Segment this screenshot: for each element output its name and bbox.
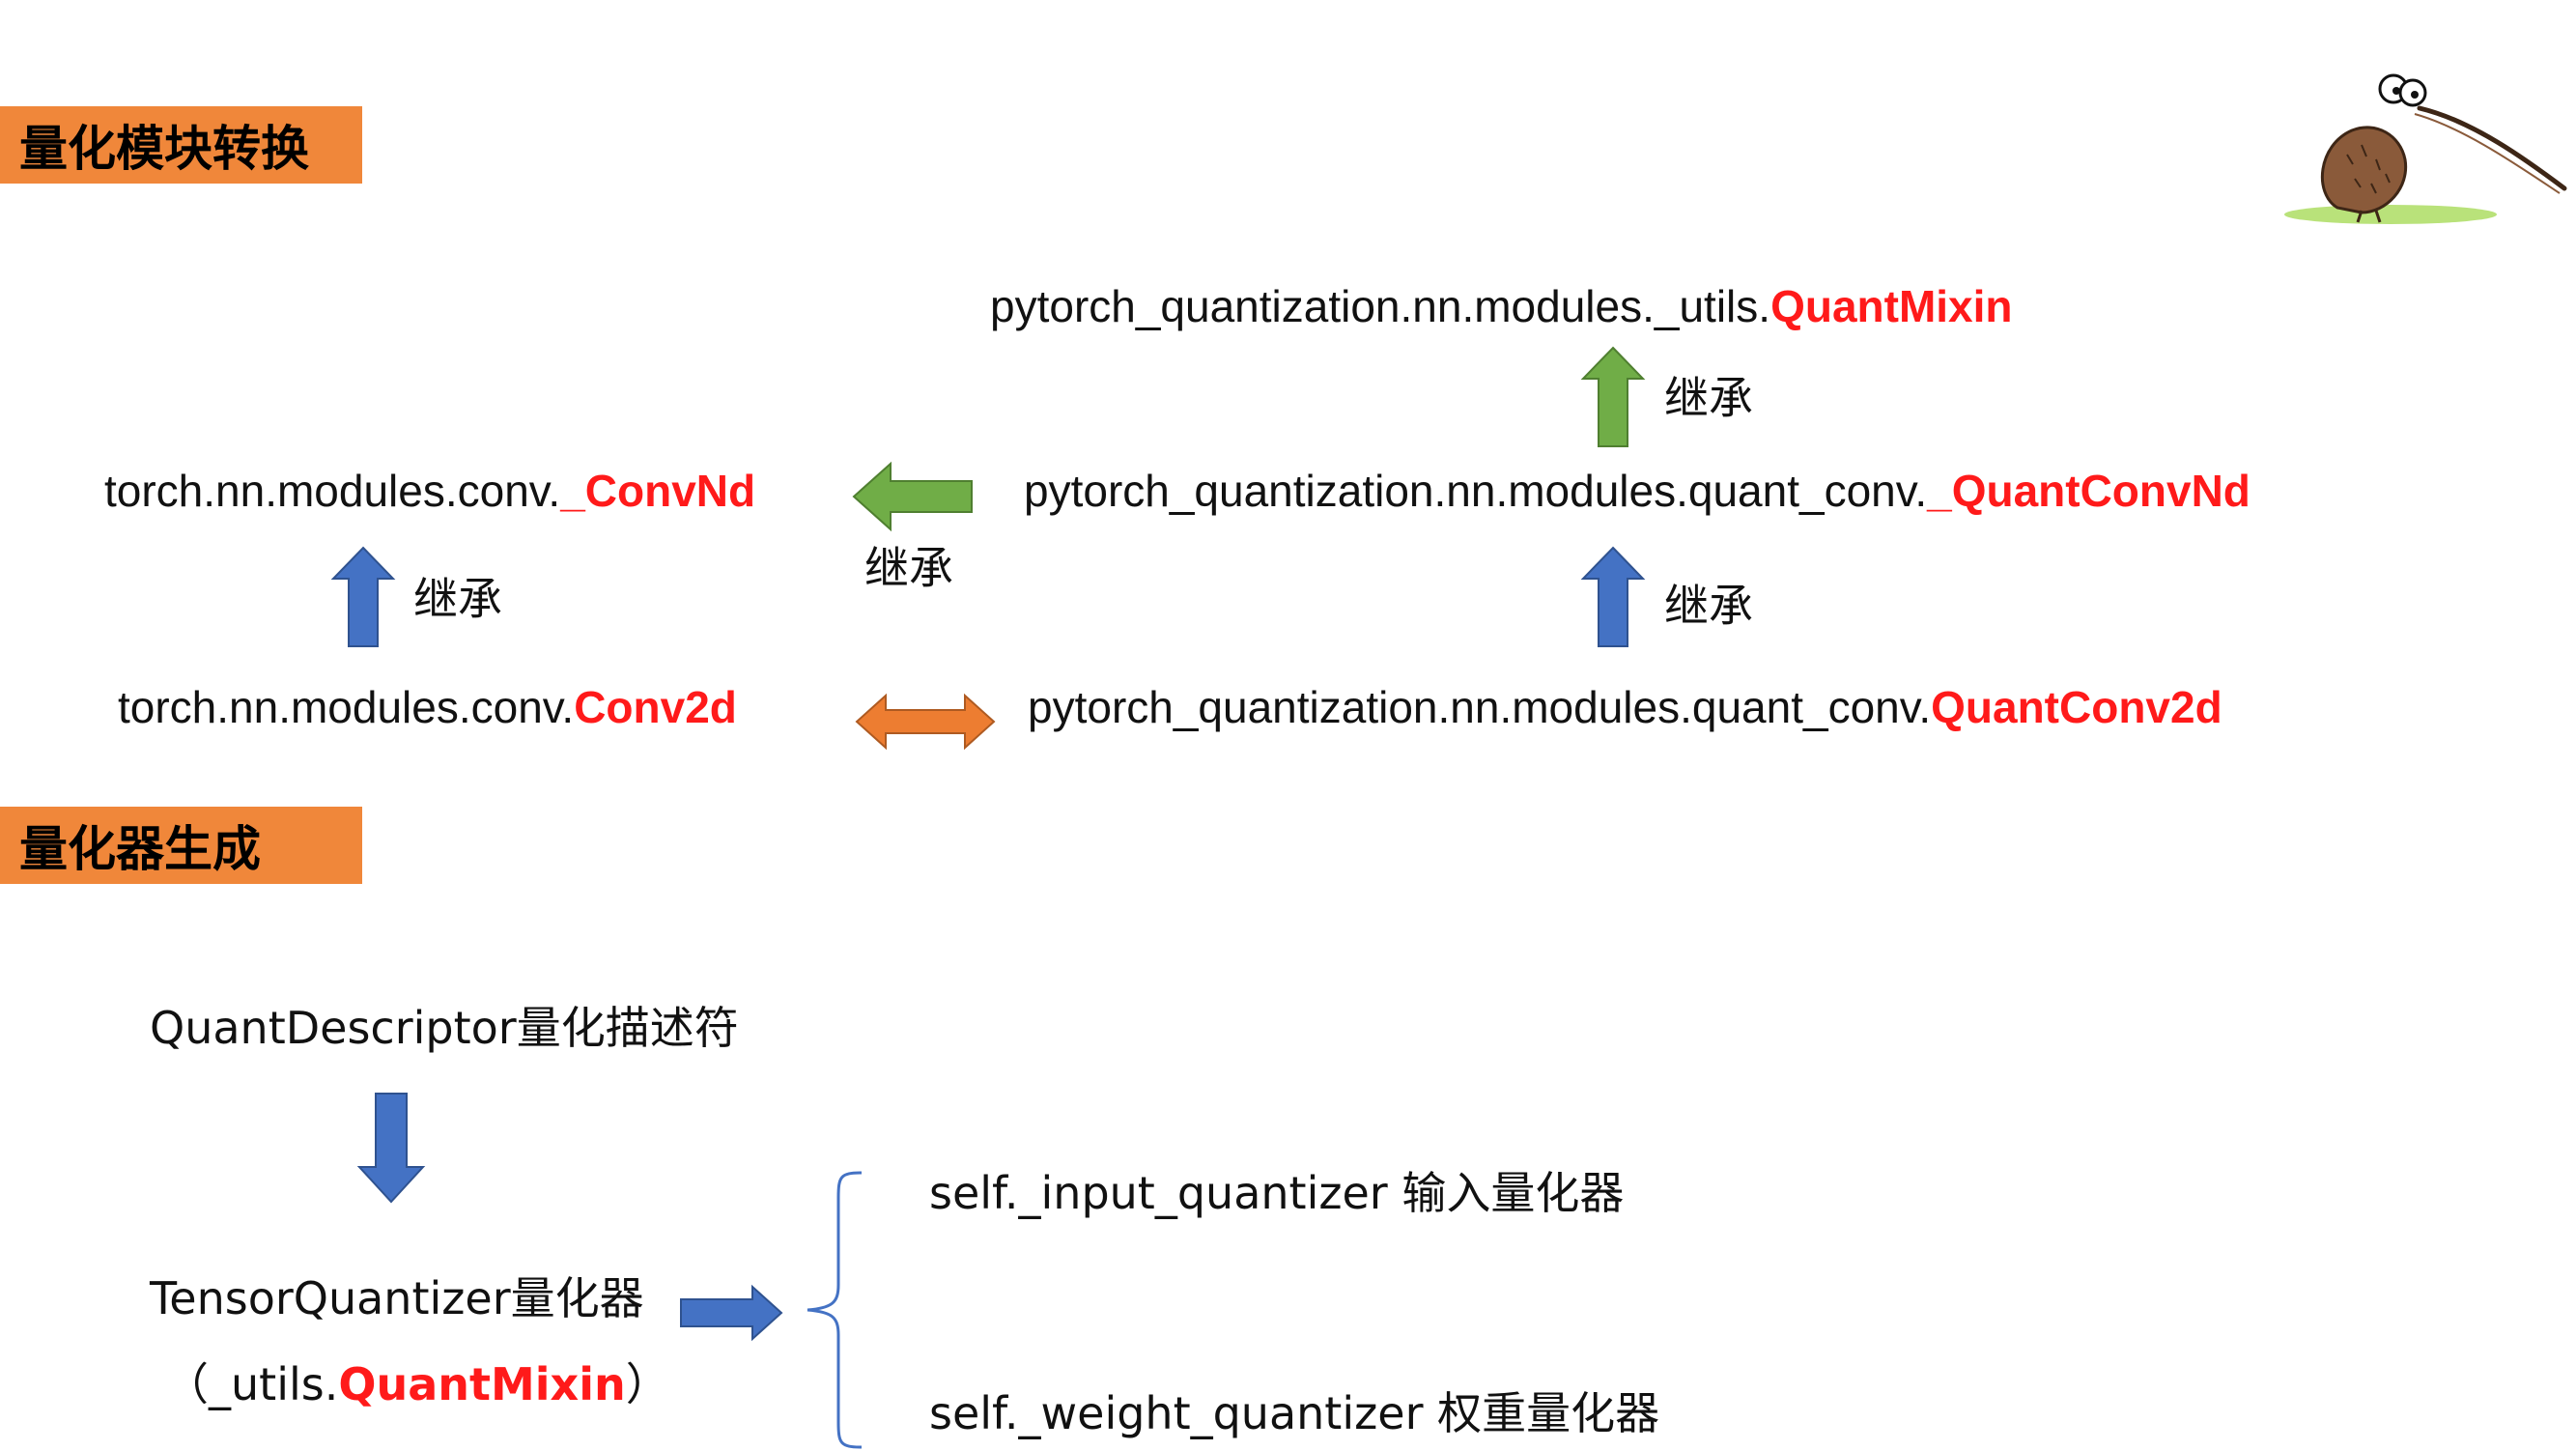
inherit-label-right-bottom: 继承 <box>1664 580 1753 632</box>
arrow-up-blue-icon <box>1580 546 1646 647</box>
node-highlight: _QuantConvNd <box>1927 466 2250 516</box>
node-prefix: pytorch_quantization.nn.modules._utils. <box>990 281 1771 331</box>
quant-descriptor-label: QuantDescriptor量化描述符 <box>150 1002 739 1054</box>
section-module-convert: 量化模块转换 <box>0 106 362 184</box>
node-highlight: QuantMixin <box>1770 281 2013 331</box>
node-prefix: torch.nn.modules.conv. <box>104 466 561 516</box>
utils-highlight: QuantMixin <box>338 1358 626 1410</box>
arrow-down-blue-icon <box>356 1093 426 1204</box>
node-torch-convnd: torch.nn.modules.conv._ConvNd <box>104 462 755 520</box>
node-quant-conv2d: pytorch_quantization.nn.modules.quant_co… <box>1028 678 2222 736</box>
arrow-up-green-icon <box>1580 346 1646 447</box>
node-highlight: Conv2d <box>574 682 737 732</box>
node-quant-mixin: pytorch_quantization.nn.modules._utils.Q… <box>990 277 2013 335</box>
node-torch-conv2d: torch.nn.modules.conv.Conv2d <box>118 678 737 736</box>
node-quant-convnd: pytorch_quantization.nn.modules.quant_co… <box>1024 462 2250 520</box>
input-quantizer-label: self._input_quantizer 输入量化器 <box>929 1167 1625 1219</box>
utils-quantmixin-label: （_utils.QuantMixin） <box>164 1355 670 1413</box>
node-prefix: pytorch_quantization.nn.modules.quant_co… <box>1028 682 1932 732</box>
node-prefix: pytorch_quantization.nn.modules.quant_co… <box>1024 466 1928 516</box>
inherit-label-left-bottom: 继承 <box>413 573 502 625</box>
node-highlight: QuantConv2d <box>1931 682 2222 732</box>
node-highlight: _ConvNd <box>560 466 756 516</box>
arrow-left-green-icon <box>852 461 973 532</box>
utils-close: ） <box>625 1358 670 1410</box>
arrow-right-blue-icon <box>680 1284 783 1342</box>
tensor-quantizer-label: TensorQuantizer量化器 <box>150 1272 644 1324</box>
inherit-label-left: 继承 <box>864 542 953 594</box>
kiwi-bird-icon <box>2284 73 2567 224</box>
weight-quantizer-label: self._weight_quantizer 权重量化器 <box>929 1387 1660 1439</box>
node-prefix: torch.nn.modules.conv. <box>118 682 575 732</box>
brace-icon <box>807 1171 863 1449</box>
arrow-bidirectional-orange-icon <box>855 693 996 751</box>
section-quantizer-gen: 量化器生成 <box>0 807 362 884</box>
utils-open: （_utils. <box>164 1358 339 1410</box>
inherit-label-top: 继承 <box>1664 372 1753 424</box>
arrow-up-blue-icon <box>330 546 396 647</box>
